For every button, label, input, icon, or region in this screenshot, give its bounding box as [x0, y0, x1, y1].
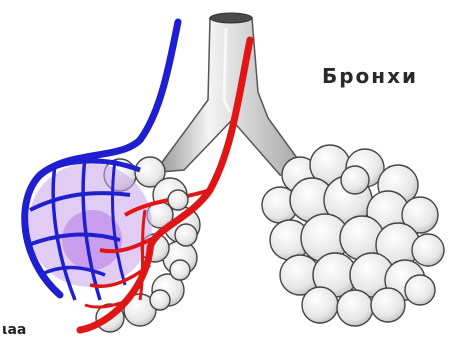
trachea-stem — [160, 18, 300, 175]
alveolus — [337, 290, 373, 326]
trachea-opening — [210, 13, 252, 23]
alveolar-sac-right — [262, 145, 444, 326]
alveolus — [341, 166, 369, 194]
alveolus — [170, 260, 190, 280]
alveolus — [412, 234, 444, 266]
bronchial-tree — [160, 13, 300, 175]
alveolus — [371, 288, 405, 322]
alveolus — [150, 290, 170, 310]
alveolus — [405, 275, 435, 305]
bronchi-label: Бронхи — [322, 64, 418, 88]
alveolus — [302, 287, 338, 323]
alveolus — [175, 224, 197, 246]
corner-label: ιaa — [2, 322, 26, 339]
alveolus — [168, 190, 188, 210]
